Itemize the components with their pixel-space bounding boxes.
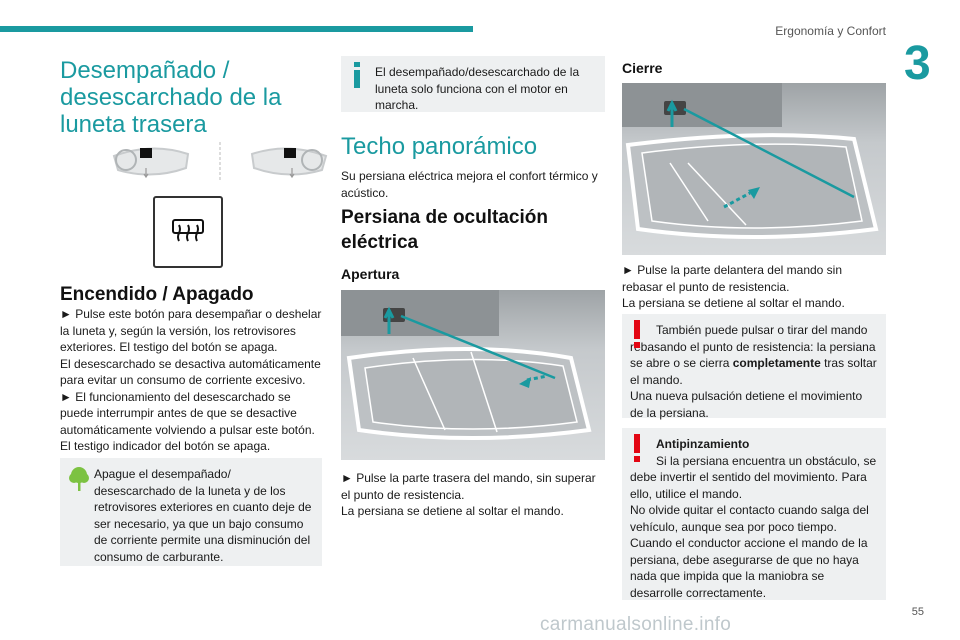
header-title: Ergonomía y Confort xyxy=(775,24,886,38)
eco-note-text: Apague el desempañado/ desescarchado de … xyxy=(94,467,312,564)
leaf-icon xyxy=(69,467,89,491)
rear-defrost-icon xyxy=(172,219,204,242)
info-note-text: El desempañado/desescarchado de la lunet… xyxy=(375,65,580,113)
opening-instructions: ► Pulse la parte trasera del mando, sin … xyxy=(341,471,596,519)
info-note-box: El desempañado/desescarchado de la lunet… xyxy=(341,56,605,112)
defrost-instructions: ► Pulse este botón para desempañar o des… xyxy=(60,307,322,454)
section-title-on-off: Encendido / Apagado xyxy=(60,284,254,305)
roof-closing-illustration xyxy=(622,83,886,255)
subsection-opening: Apertura xyxy=(341,266,400,282)
warning-icon xyxy=(634,434,640,462)
warning-box-anti-pinch: Antipinzamiento Si la persiana encuentra… xyxy=(622,428,886,600)
warning-box-full-travel: También puede pulsar o tirar del mando r… xyxy=(622,314,886,420)
roof-opening-illustration xyxy=(341,290,605,460)
subsection-closing: Cierre xyxy=(622,60,663,76)
watermark: carmanualsonline.info xyxy=(540,614,732,635)
header-accent-bar xyxy=(0,26,473,32)
section-title-defrost: Desempañado / desescarchado de la luneta… xyxy=(60,57,282,138)
anti-pinch-title: Antipinzamiento xyxy=(656,437,750,451)
section-title-panoramic-roof: Techo panorámico xyxy=(341,133,538,160)
anti-pinch-text: Si la persiana encuentra un obstáculo, s… xyxy=(630,453,877,600)
chapter-number: 3 xyxy=(904,37,931,90)
section-title-blind: Persiana de ocultación eléctrica xyxy=(341,207,548,253)
info-icon xyxy=(354,62,360,88)
closing-instructions: ► Pulse la parte delantera del mando sin… xyxy=(622,263,845,311)
warning-text-full-travel: También puede pulsar o tirar del mando r… xyxy=(630,323,877,420)
rear-defrost-button xyxy=(153,196,223,268)
eco-note-box: Apague el desempañado/ desescarchado de … xyxy=(60,458,322,566)
panoramic-roof-intro: Su persiana eléctrica mejora el confort … xyxy=(341,169,598,200)
page-number: 55 xyxy=(911,606,924,618)
warning-icon xyxy=(634,320,640,348)
mirror-heating-icon xyxy=(112,142,328,180)
